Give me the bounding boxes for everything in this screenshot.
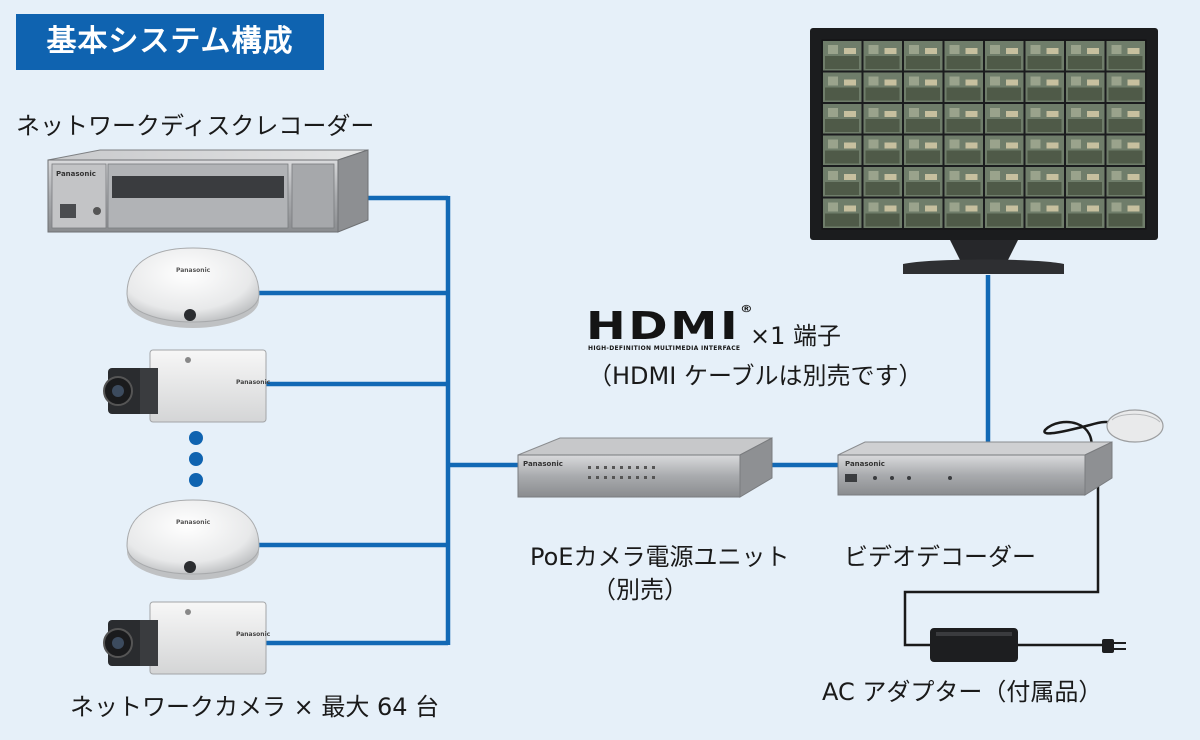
decoder-label: ビデオデコーダー [844, 543, 1036, 571]
adapter-label: AC アダプター（付属品） [822, 678, 1103, 706]
power-cables [903, 420, 1119, 647]
hdmi-logo-text: HDMI [586, 304, 741, 348]
poe-switch-icon: Panasonic [517, 437, 773, 498]
poe-note-label: （別売） [592, 576, 688, 604]
cable-mouse [1043, 420, 1119, 456]
monitor-icon [810, 28, 1158, 274]
box-camera-1-brand-text: Panasonic [236, 379, 271, 386]
hdmi-logo-mark: ® [740, 304, 756, 315]
ac-adapter-icon [930, 628, 1126, 662]
cameras-label: ネットワークカメラ × 最大 64 台 [70, 693, 440, 721]
dome-camera-1-brand-text: Panasonic [176, 267, 211, 274]
mouse-icon [1106, 409, 1164, 443]
box-camera-2-brand-text: Panasonic [236, 631, 271, 638]
recorder-icon: Panasonic [47, 149, 369, 233]
poe-label: PoEカメラ電源ユニット [530, 543, 790, 571]
dome-camera-icon: Panasonic [126, 247, 260, 328]
hdmi-ports-label: ×1 端子 [750, 322, 842, 350]
recorder-label: ネットワークディスクレコーダー [16, 112, 375, 140]
cable-adapter-dc [903, 478, 1100, 647]
decoder-brand-text: Panasonic [845, 460, 885, 468]
network-cables [258, 195, 991, 646]
box-camera-icon: Panasonic [103, 349, 271, 423]
recorder-brand-text: Panasonic [56, 170, 96, 178]
dome-camera-icon: Panasonic [126, 499, 260, 580]
hdmi-tagline: HIGH-DEFINITION MULTIMEDIA INTERFACE [588, 345, 741, 352]
poe-brand-text: Panasonic [523, 460, 563, 468]
video-decoder-icon: Panasonic [837, 441, 1113, 496]
hdmi-note-label: （HDMI ケーブルは別売です） [588, 362, 923, 390]
page-title: 基本システム構成 [16, 14, 324, 70]
hdmi-logo: HDMI® [586, 304, 755, 348]
more-cameras-dots [189, 431, 203, 487]
dome-camera-2-brand-text: Panasonic [176, 519, 211, 526]
box-camera-icon: Panasonic [103, 601, 271, 675]
